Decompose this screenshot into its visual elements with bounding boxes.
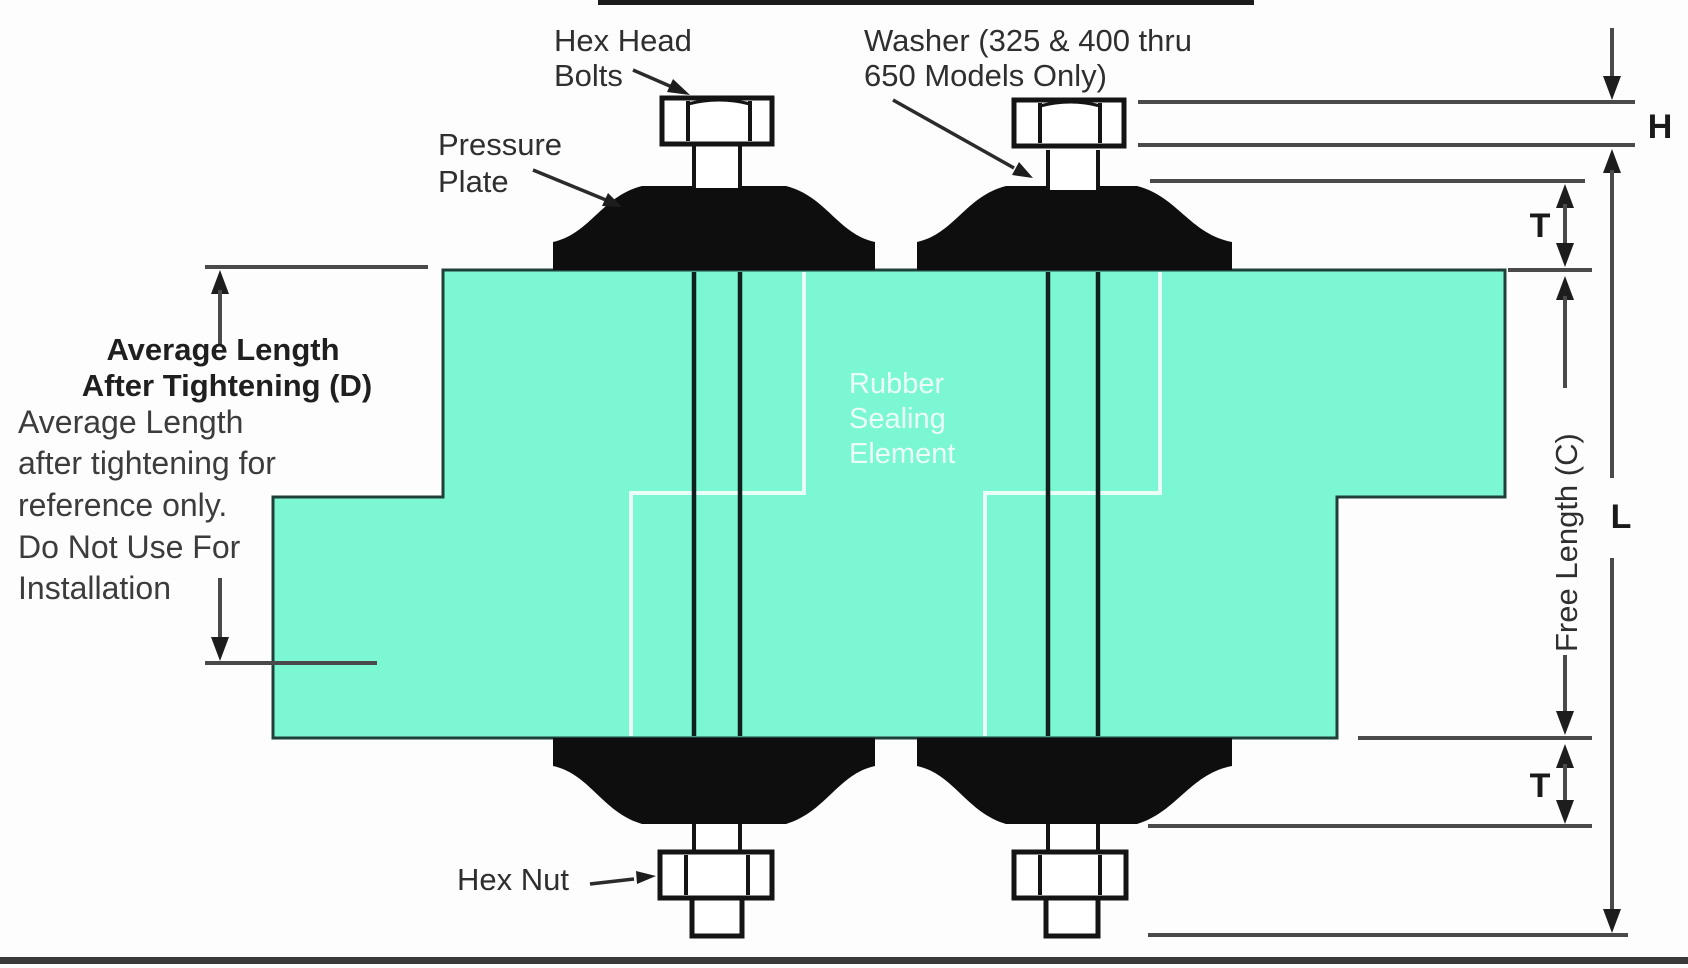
pressure-plate-bottom-left — [553, 738, 875, 824]
top-border-fragment — [598, 0, 1254, 5]
dim-t-top-arrowhead-up — [1556, 184, 1574, 208]
hex-nut-left — [657, 849, 775, 901]
callout-hex-nut: Hex Nut — [457, 862, 569, 897]
hex-head-left-facets — [686, 101, 752, 141]
note-body-line2: after tightening for — [18, 445, 276, 481]
note-body-line3: reference only. — [18, 487, 227, 523]
pressure-plate-bottom-right — [917, 738, 1232, 824]
dim-t-bottom-arrowhead-down — [1556, 800, 1574, 824]
nut-shaft-right — [1046, 824, 1100, 852]
dim-l-arrowhead-bottom — [1603, 909, 1621, 933]
bolt-stud-left — [689, 895, 745, 939]
dim-c-arrowhead-down — [1556, 711, 1574, 735]
callout-washer-arrow-line — [892, 98, 1015, 170]
callout-hex-head-bolts-line1: Hex Head — [554, 23, 692, 58]
nut-shaft-right-bg — [1050, 824, 1096, 854]
bolt-stud-right — [1043, 895, 1101, 939]
hex-nut-left-facets — [684, 855, 750, 895]
hex-head-left-crown — [687, 98, 751, 106]
dim-c-arrowhead-up — [1556, 276, 1574, 300]
rubber-label-line2: Sealing — [849, 403, 946, 435]
dim-label-h: H — [1648, 108, 1673, 146]
dim-label-t-top: T — [1530, 207, 1551, 245]
note-heading-line1: Average Length — [106, 332, 339, 367]
callout-washer-line2: 650 Models Only) — [864, 58, 1107, 93]
bolt-shank-right-bg — [1050, 148, 1096, 190]
note-body-line1: Average Length — [18, 404, 243, 440]
callout-hex-head-bolts-arrow-line — [632, 68, 673, 89]
callout-washer-line1: Washer (325 & 400 thru — [864, 23, 1192, 58]
callout-washer-arrowhead — [1012, 162, 1033, 178]
hex-nut-right — [1011, 849, 1129, 901]
bolt-shank-left-bg — [696, 144, 738, 188]
callout-pressure-plate-line2: Plate — [438, 164, 509, 199]
dim-label-l: L — [1611, 498, 1632, 536]
nut-shaft-left-bg — [696, 824, 738, 854]
hex-head-right-facets — [1038, 103, 1102, 143]
bolt-shank-left — [692, 146, 742, 188]
callout-pressure-plate-arrowhead — [602, 193, 622, 207]
note-body-line4: Do Not Use For — [18, 529, 241, 565]
callout-hex-nut-arrowhead — [636, 871, 656, 884]
interlock-joint-left — [629, 272, 806, 736]
dim-d-arrowhead-up — [211, 270, 229, 294]
hex-head-right — [1011, 97, 1127, 149]
callout-pressure-plate-line1: Pressure — [438, 127, 562, 162]
hex-head-left — [659, 95, 775, 147]
dim-h-arrowhead — [1603, 76, 1621, 100]
callout-hex-nut-arrow-line — [589, 877, 635, 886]
dim-t-bottom-arrowhead-up — [1556, 744, 1574, 768]
rubber-sealing-element-shape — [273, 270, 1505, 738]
bottom-border-line — [0, 957, 1688, 964]
rubber-sealing-element-outline — [271, 268, 1507, 740]
nut-shaft-left — [692, 824, 742, 852]
bolt-shank-right — [1046, 150, 1100, 190]
callout-pressure-plate-arrow-line — [532, 168, 607, 202]
rubber-label-line1: Rubber — [849, 368, 944, 400]
callout-hex-head-bolts-arrowhead — [667, 79, 690, 95]
note-body-line5: Installation — [18, 570, 171, 606]
note-heading-line2: After Tightening (D) — [82, 368, 372, 403]
hex-head-right-crown — [1039, 100, 1101, 108]
interlock-joint-right — [983, 272, 1162, 736]
rubber-label-line3: Element — [849, 438, 955, 470]
callout-hex-head-bolts-line2: Bolts — [554, 58, 623, 93]
pressure-plate-top-right — [917, 186, 1232, 270]
pressure-plate-top-left — [553, 186, 875, 270]
dim-t-top-arrowhead-down — [1556, 243, 1574, 267]
dim-label-t-bottom: T — [1530, 767, 1551, 805]
dim-d-arrowhead-down — [211, 637, 229, 661]
dim-l-arrowhead-top — [1603, 149, 1621, 173]
dim-label-free-length: Free Length (C) — [1549, 433, 1584, 652]
hex-nut-right-facets — [1038, 855, 1102, 895]
